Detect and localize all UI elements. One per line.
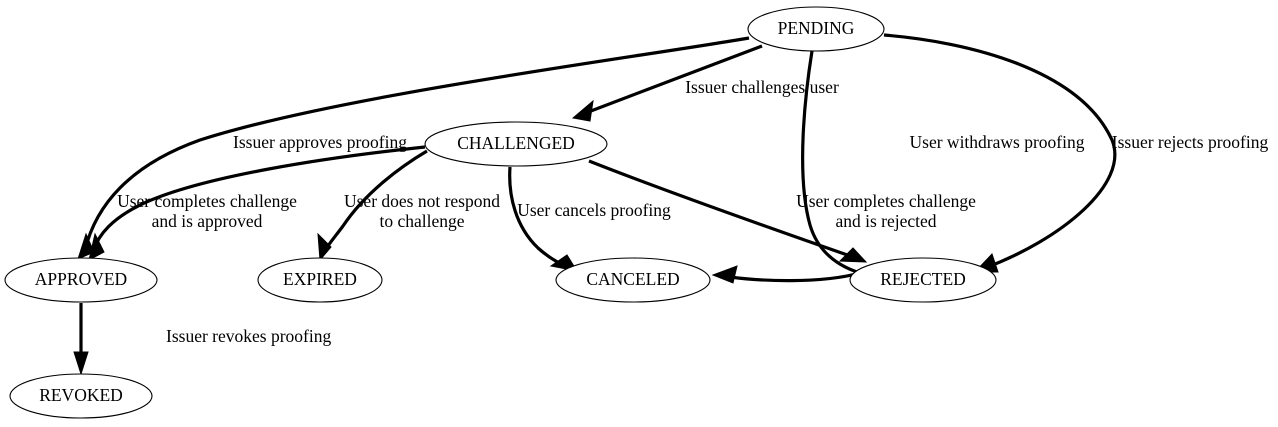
node-expired-label: EXPIRED [283, 269, 357, 289]
node-approved-label: APPROVED [35, 269, 127, 289]
edge-pending-challenged [571, 44, 763, 122]
node-expired[interactable]: EXPIRED [257, 257, 383, 303]
edge-challenged-expired [317, 149, 428, 262]
node-revoked[interactable]: REVOKED [9, 373, 153, 419]
edge-pending-approved-path [83, 36, 750, 251]
node-expired-ellipse[interactable] [257, 257, 383, 303]
node-revoked-label: REVOKED [39, 385, 123, 405]
edge-challenged-rejected-path [588, 159, 857, 260]
node-pending-label: PENDING [778, 18, 855, 38]
edge-label-line-1: User completes challenge [117, 191, 297, 211]
edge-challenged-approved-arrowhead [88, 232, 105, 261]
node-approved-ellipse[interactable] [4, 257, 158, 303]
edge-pending-canceled [711, 50, 861, 284]
node-pending-ellipse[interactable] [747, 6, 885, 52]
edge-pending-approved [77, 36, 750, 260]
node-rejected[interactable]: REJECTED [849, 257, 997, 303]
edge-label-user-does-not-respond: User does not respond to challenge [344, 191, 500, 231]
node-challenged-ellipse[interactable] [424, 121, 608, 167]
edge-label-line-2: to challenge [379, 211, 464, 231]
edge-pending-approved-arrowhead [77, 232, 95, 260]
edge-label-issuer-revokes-proofing: Issuer revokes proofing [166, 326, 331, 346]
edge-pending-rejected-path [883, 33, 1117, 270]
edge-label-line-2: and is rejected [835, 211, 936, 231]
edge-label-issuer-rejects-proofing: Issuer rejects proofing [1112, 132, 1269, 152]
edge-pending-challenged-arrowhead [571, 99, 594, 122]
edge-challenged-rejected [588, 159, 868, 263]
edge-challenged-approved [88, 145, 426, 261]
edge-label-user-completes-challenge-approved: User completes challenge and is approved [117, 191, 297, 231]
node-approved[interactable]: APPROVED [4, 257, 158, 303]
edge-label-issuer-challenges-user: Issuer challenges user [685, 77, 839, 97]
edge-approved-revoked-arrowhead [73, 351, 89, 376]
edge-label-line-1: User does not respond [344, 191, 500, 211]
edge-label-line-2: and is approved [152, 211, 263, 231]
edge-pending-canceled-tail [729, 271, 861, 283]
edge-label-issuer-approves-proofing: Issuer approves proofing [233, 132, 407, 152]
node-canceled-ellipse[interactable] [555, 257, 711, 303]
node-rejected-ellipse[interactable] [849, 257, 997, 303]
node-canceled-label: CANCELED [586, 269, 679, 289]
edge-pending-rejected [883, 33, 1117, 273]
edge-challenged-expired-arrowhead [317, 232, 332, 262]
edge-label-user-completes-challenge-rejected: User completes challenge and is rejected [796, 191, 976, 231]
node-pending[interactable]: PENDING [747, 6, 885, 52]
edge-challenged-rejected-arrowhead [838, 247, 868, 263]
edge-pending-challenged-path [582, 44, 763, 116]
node-rejected-label: REJECTED [880, 269, 966, 289]
edge-label-user-withdraws-proofing: User withdraws proofing [910, 132, 1085, 152]
node-canceled[interactable]: CANCELED [555, 257, 711, 303]
edge-approved-revoked [73, 303, 89, 376]
node-challenged[interactable]: CHALLENGED [424, 121, 608, 167]
edge-label-user-cancels-proofing: User cancels proofing [517, 200, 671, 220]
edge-pending-canceled-path [801, 50, 861, 275]
node-revoked-ellipse[interactable] [9, 373, 153, 419]
node-challenged-label: CHALLENGED [457, 133, 575, 153]
edge-challenged-approved-path [91, 145, 426, 252]
edge-pending-canceled-arrowhead [711, 265, 738, 284]
edge-challenged-expired-path [322, 149, 428, 253]
edge-label-line-1: User completes challenge [796, 191, 976, 211]
